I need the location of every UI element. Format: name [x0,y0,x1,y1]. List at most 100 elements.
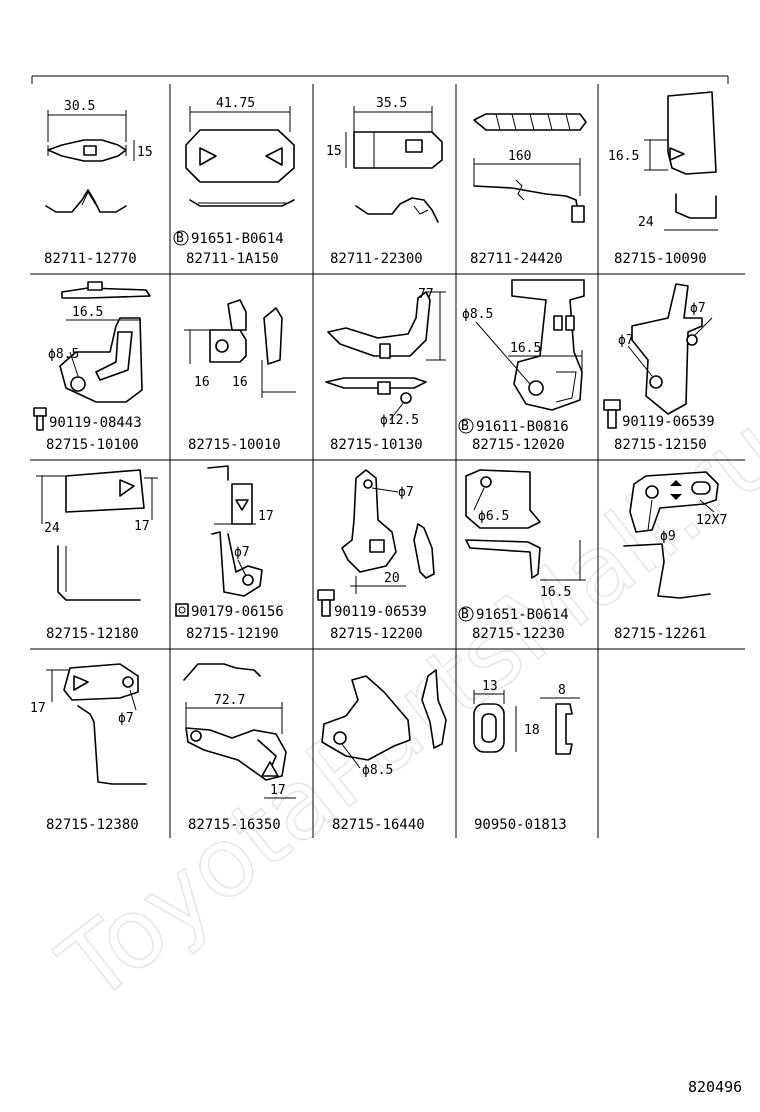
dimension-label: ϕ7 [398,485,414,500]
dimension-lines [214,523,256,577]
dimension-label: 17 [134,519,150,534]
sub-part-number: 91611-B0816 [476,419,569,435]
part-cell-82715-12380: 17 ϕ7 82715-12380 [30,663,147,833]
part-number: 82715-10010 [188,437,281,453]
dimension-label: ϕ8.5 [362,763,393,778]
dimension-lines [475,321,583,385]
grid-frame [30,75,745,838]
dimension-label: 15 [137,145,153,160]
dimension-lines [36,475,158,524]
part-number: 82711-1A150 [186,251,279,267]
part-cell-82715-10100: 16.5 ϕ8.5 90119-08443 82715-10100 [33,281,151,453]
part-cell-82715-12261: 12X7 ϕ9 82715-12261 [614,471,727,642]
sub-part-callout: B 91611-B0816 [458,418,569,435]
dimension-lines [185,702,296,799]
dimension-lines [647,480,715,531]
dimension-label: 17 [30,701,46,716]
part-drawing [465,469,541,579]
part-number: 82711-22300 [330,251,423,267]
sub-part-number: 90119-08443 [49,415,142,431]
part-cell-82715-10090: 16.5 24 82715-10090 [608,91,718,267]
dimension-label: 16 [194,375,210,390]
part-number: 90950-01813 [474,817,567,833]
part-cell-90950-01813: 13 8 18 90950-01813 [473,679,580,833]
part-cell-82715-12150: ϕ7 ϕ7 90119-06539 82715-12150 [603,283,715,453]
sub-part-callout: B 91651-B0614 [173,230,284,247]
part-cell-82711-22300: 35.5 15 82711-22300 [326,96,443,267]
part-drawing [207,465,263,597]
part-number: 82715-12380 [46,817,139,833]
dimension-label: 20 [384,571,400,586]
dimension-label: 16.5 [608,149,639,164]
dimension-label: 16.5 [72,305,103,320]
part-number: 82715-12180 [46,626,139,642]
dimension-lines [627,317,713,377]
part-number: 82715-12230 [472,626,565,642]
sub-part-callout: 90119-06539 [603,399,715,430]
dimension-label: 16.5 [540,585,571,600]
dimension-label: 17 [258,509,274,524]
part-cell-82715-10010: 16 16 82715-10010 [184,299,296,453]
part-drawing [353,131,443,223]
svg-text:B: B [176,231,184,246]
part-drawing [341,469,435,579]
dimension-label: 13 [482,679,498,694]
part-drawing [209,299,283,365]
dimension-label: 30.5 [64,99,95,114]
part-number: 82715-12200 [330,626,423,642]
dimension-lines [184,329,296,398]
part-cell-82715-10130: 77 ϕ12.5 82715-10130 [325,287,446,453]
dimension-label: 18 [524,723,540,738]
part-cell-82715-12020: ϕ8.5 16.5 B 91611-B0816 82715-12020 [458,279,585,453]
dimension-lines [66,319,140,377]
dimension-label: ϕ7 [234,545,250,560]
part-drawing [63,663,147,785]
part-number: 82715-10090 [614,251,707,267]
dimension-label: ϕ7 [118,711,134,726]
svg-text:B: B [461,419,469,434]
part-number: 82715-12150 [614,437,707,453]
part-cell-82711-12770: 30.5 15 82711-12770 [44,99,153,267]
part-cell-82715-16440: ϕ8.5 82715-16440 [321,669,447,833]
dimension-label: 15 [326,144,342,159]
dimension-lines [47,110,135,161]
sub-part-number: 91651-B0614 [191,231,284,247]
part-drawing [59,281,151,403]
part-drawing [325,291,431,404]
dimension-label: 16 [232,375,248,390]
part-drawing [57,469,145,601]
part-number: 82715-12190 [186,626,279,642]
part-drawing [473,703,573,755]
part-number: 82711-12770 [44,251,137,267]
part-cell-82715-16350: 72.7 17 82715-16350 [183,663,296,833]
sub-part-number: 91651-B0614 [476,607,569,623]
svg-text:B: B [461,607,469,622]
part-cell-82715-12180: 24 17 82715-12180 [36,469,158,642]
part-drawing [631,283,703,415]
dimension-lines [389,291,446,421]
sub-part-callout: 90119-08443 [33,407,142,431]
dimension-lines [189,106,291,132]
dimension-label: ϕ9 [660,529,676,544]
dimension-label: ϕ8.5 [48,347,79,362]
part-drawing [511,279,585,411]
sub-part-number: 90119-06539 [334,604,427,620]
dimension-lines [46,669,137,711]
sub-part-callout: 90119-06539 [317,589,427,620]
dimension-lines [473,487,586,581]
dimension-label: 160 [508,149,531,164]
sheet-number: 820496 [688,1078,742,1096]
dimension-label: 24 [638,215,654,230]
dimension-label: 77 [418,287,434,302]
dimension-label: 41.75 [216,96,255,111]
sub-part-number: 90119-06539 [622,414,715,430]
dimension-lines [341,743,361,769]
dimension-label: 8 [558,683,566,698]
part-number: 82715-16440 [332,817,425,833]
dimension-label: ϕ12.5 [380,413,419,428]
dimension-label: 17 [270,783,286,798]
part-drawing [473,113,587,223]
dimension-lines [644,139,718,231]
dimension-label: ϕ7 [618,333,634,348]
